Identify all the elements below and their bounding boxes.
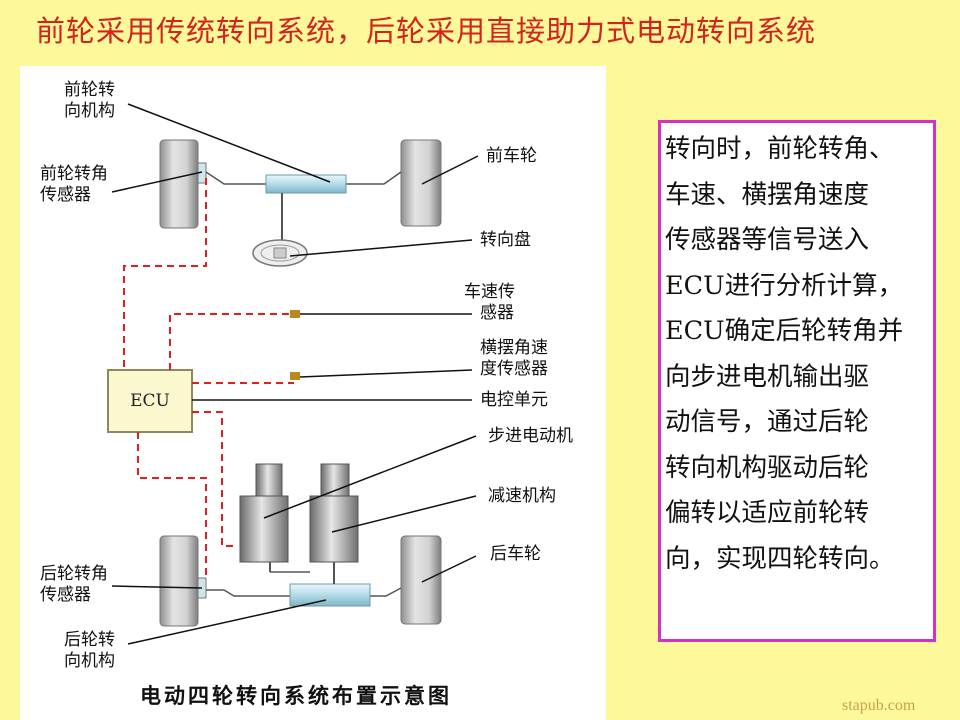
label-reducer: 减速机构 (488, 486, 556, 506)
ecu-box (107, 369, 193, 433)
info-line: 向步进电机输出驱 (665, 361, 870, 392)
signal-lines (123, 178, 294, 578)
slide-title: 前轮采用传统转向系统，后轮采用直接助力式电动转向系统 (36, 14, 817, 48)
front-right-wheel (400, 139, 442, 227)
info-line: 向，实现四轮转向。 (665, 543, 895, 574)
watermark: stapub.com (842, 697, 916, 714)
rear-right-wheel (400, 535, 442, 625)
reducer-shape (309, 495, 359, 563)
leader-lines (111, 103, 479, 645)
front-steering-rack (265, 174, 347, 194)
label-rear-steer-mech: 后轮转 向机构 (64, 630, 115, 671)
label-rear-wheel: 后车轮 (490, 544, 541, 564)
info-line: ECU进行分析计算， (665, 270, 904, 301)
info-line: 动信号，通过后轮 (665, 407, 870, 437)
label-front-wheel: 前车轮 (486, 146, 537, 166)
rear-left-wheel (159, 535, 199, 627)
info-line: 转向机构驱动后轮 (665, 452, 870, 483)
label-stepper-motor: 步进电动机 (488, 426, 573, 446)
front-tie-rod-right (346, 171, 402, 185)
info-line: ECU确定后轮转角并 (665, 316, 904, 346)
ecu-label: ECU (130, 391, 170, 411)
info-line: 转向时，前轮转角、 (665, 134, 895, 164)
front-tie-rod-left (205, 171, 266, 185)
label-ecu-unit: 电控单元 (480, 390, 548, 410)
label-steering-wheel: 转向盘 (480, 230, 531, 250)
label-rear-angle-sensor: 后轮转角 传感器 (40, 564, 108, 605)
yaw-sensor-marker (290, 372, 300, 380)
front-left-wheel (159, 139, 199, 229)
rear-steering-rack (289, 583, 371, 607)
label-front-steer-mech: 前轮转 向机构 (64, 80, 115, 121)
steering-diagram: 前轮转 向机构 前轮转角 传感器 前车轮 转向盘 车速传 感器 横摆角速 度传感… (20, 66, 606, 720)
info-box: 转向时，前轮转角、 车速、横摆角速度 传感器等信号送入 ECU进行分析计算， E… (658, 120, 936, 642)
label-speed-sensor: 车速传 感器 (464, 282, 515, 323)
info-line: 车速、横摆角速度 (665, 179, 870, 210)
info-text: 转向时，前轮转角、 车速、横摆角速度 传感器等信号送入 ECU进行分析计算， E… (665, 127, 933, 582)
label-yaw-sensor: 横摆角速 度传感器 (480, 338, 548, 379)
info-line: 传感器等信号送入 (665, 225, 870, 255)
diagram-caption: 电动四轮转向系统布置示意图 (140, 684, 452, 708)
speed-sensor-marker (290, 310, 300, 318)
info-line: 偏转以适应前轮转 (665, 498, 870, 528)
stepper-motor-shape (239, 495, 289, 563)
diagram-drawing (107, 103, 479, 645)
label-front-angle-sensor: 前轮转角 传感器 (40, 164, 108, 205)
